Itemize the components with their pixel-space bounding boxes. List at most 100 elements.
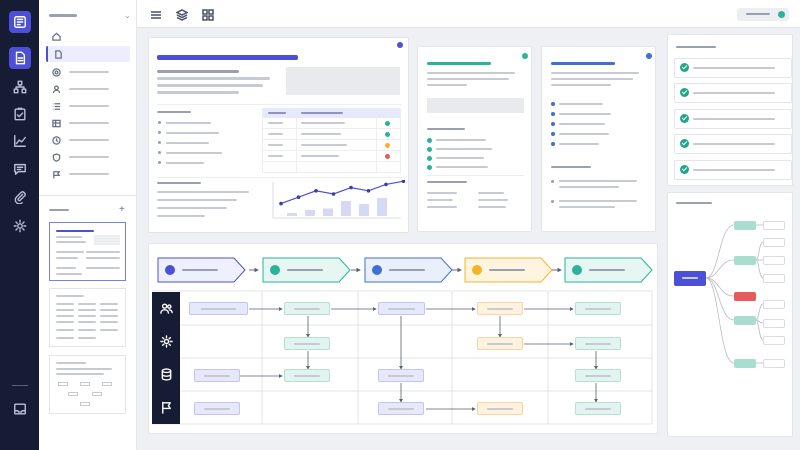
- checklist-item[interactable]: [674, 83, 792, 103]
- checklist-item[interactable]: [674, 160, 792, 180]
- menu-icon[interactable]: [150, 8, 162, 26]
- flow-task[interactable]: [378, 369, 424, 382]
- chart-point: [366, 189, 371, 193]
- mind-map-panel: [667, 192, 793, 437]
- lane-users: [152, 292, 180, 325]
- sidebar-item-history[interactable]: [46, 132, 130, 148]
- process-step-2[interactable]: [262, 257, 352, 283]
- mind-map-leaf[interactable]: [763, 221, 785, 230]
- checklist-item[interactable]: [674, 58, 792, 78]
- mind-map-leaf[interactable]: [763, 336, 785, 345]
- status-dot-amber: [385, 143, 390, 148]
- mind-map-leaf[interactable]: [763, 256, 785, 265]
- flow-task[interactable]: [284, 302, 330, 315]
- flow-task[interactable]: [284, 369, 330, 382]
- status-dot-red: [385, 154, 390, 159]
- mind-map-leaf[interactable]: [763, 359, 785, 368]
- settings-icon: [159, 335, 173, 348]
- flow-task[interactable]: [477, 402, 523, 415]
- trend-chart: [272, 180, 405, 219]
- mind-map-node[interactable]: [734, 256, 756, 265]
- grid-view-icon[interactable]: [202, 8, 214, 26]
- chart-point: [279, 201, 283, 206]
- app-logo-icon[interactable]: [9, 11, 31, 33]
- mind-map-node[interactable]: [734, 221, 756, 230]
- image-placeholder: [286, 67, 400, 95]
- checklist-icon[interactable]: [9, 103, 31, 125]
- check-icon: [680, 139, 689, 148]
- sidebar-item-security[interactable]: [46, 149, 130, 165]
- process-step-3[interactable]: [364, 257, 454, 283]
- flow-task[interactable]: [378, 402, 424, 415]
- summary-card-blue: [541, 46, 656, 232]
- inbox-icon[interactable]: [9, 398, 31, 420]
- chart-point: [314, 189, 318, 193]
- mind-map-leaf[interactable]: [763, 300, 785, 309]
- card-status-dot: [646, 53, 652, 59]
- flow-task[interactable]: [575, 337, 621, 350]
- attachment-icon[interactable]: [9, 186, 31, 208]
- flow-task[interactable]: [477, 337, 523, 350]
- flow-connectors: [152, 267, 653, 425]
- mind-map-leaf[interactable]: [763, 274, 785, 283]
- flow-task[interactable]: [378, 302, 425, 315]
- process-step-1[interactable]: [157, 257, 247, 283]
- document-icon: [55, 49, 62, 59]
- layers-icon[interactable]: [175, 8, 189, 26]
- checklist-item[interactable]: [674, 109, 792, 129]
- flow-task[interactable]: [575, 369, 621, 382]
- org-chart-icon[interactable]: [9, 76, 31, 98]
- mind-map-leaf[interactable]: [763, 319, 785, 328]
- summary-card-teal: [417, 46, 532, 232]
- chart-bar: [377, 198, 387, 216]
- document-icon[interactable]: [9, 47, 31, 69]
- table-icon: [52, 119, 61, 127]
- sidebar-divider: [39, 195, 137, 196]
- check-icon: [680, 63, 689, 72]
- flow-task[interactable]: [477, 302, 523, 315]
- top-toolbar: [137, 0, 800, 28]
- card-title: [551, 62, 615, 65]
- process-step-4[interactable]: [464, 257, 554, 283]
- status-toggle[interactable]: [737, 8, 789, 21]
- mind-map-node-alert[interactable]: [734, 292, 756, 301]
- chat-icon[interactable]: [9, 158, 31, 180]
- list-icon: [52, 102, 61, 110]
- status-table: [262, 108, 401, 173]
- page-thumbnail-2[interactable]: [49, 288, 126, 347]
- flow-task[interactable]: [575, 302, 621, 315]
- chevron-down-icon[interactable]: ⌄: [124, 11, 131, 20]
- analytics-icon[interactable]: [9, 130, 31, 152]
- mind-map-root-node[interactable]: [674, 271, 706, 286]
- shield-icon: [52, 152, 61, 162]
- clock-icon: [52, 135, 61, 145]
- page-thumbnail-1[interactable]: [49, 222, 126, 281]
- add-page-button[interactable]: +: [119, 204, 125, 215]
- flow-task[interactable]: [284, 337, 330, 350]
- sidebar-item-people[interactable]: [46, 81, 130, 97]
- flow-task[interactable]: [575, 402, 621, 415]
- check-icon: [680, 114, 689, 123]
- page-thumbnail-3[interactable]: [49, 355, 126, 414]
- mind-map-leaf[interactable]: [763, 238, 785, 247]
- sidebar-item-tables[interactable]: [46, 115, 130, 131]
- sidebar-item-documents[interactable]: [46, 46, 130, 62]
- settings-icon[interactable]: [9, 215, 31, 237]
- sidebar-item-home[interactable]: [46, 28, 130, 44]
- mind-map-node[interactable]: [734, 316, 756, 325]
- sidebar-item-goals[interactable]: [46, 64, 130, 80]
- process-step-5[interactable]: [564, 257, 654, 283]
- flow-task[interactable]: [189, 302, 248, 315]
- mind-map-node[interactable]: [734, 359, 756, 368]
- chart-point: [331, 192, 336, 196]
- sidebar-item-milestones[interactable]: [46, 166, 130, 182]
- flow-task[interactable]: [194, 402, 240, 415]
- sidebar-item-lists[interactable]: [46, 98, 130, 114]
- lane-database: [152, 358, 180, 391]
- flow-task[interactable]: [194, 369, 240, 382]
- checklist-item[interactable]: [674, 134, 792, 154]
- target-icon: [52, 67, 61, 77]
- check-icon: [680, 165, 689, 174]
- workspace-selector-text[interactable]: [49, 14, 77, 17]
- status-dot-green: [385, 132, 390, 137]
